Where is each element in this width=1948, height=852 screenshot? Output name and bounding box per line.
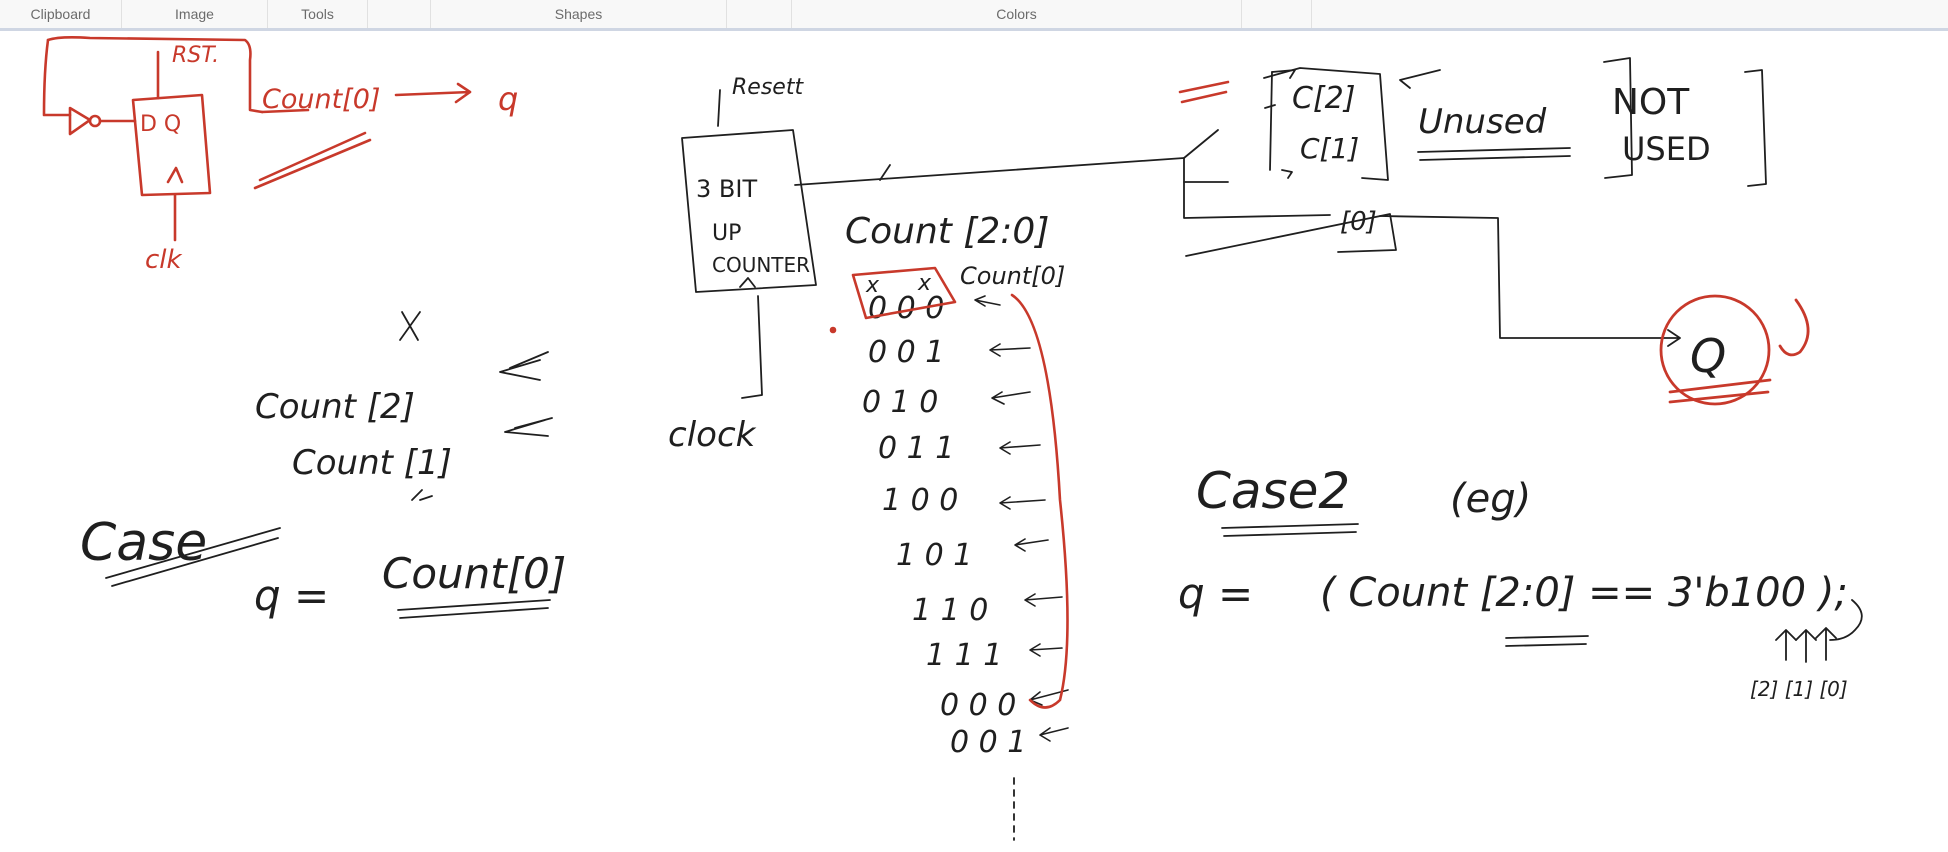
ribbon-group-label: Clipboard bbox=[30, 6, 91, 22]
svg-text:C[2]: C[2] bbox=[1292, 81, 1355, 116]
svg-text:Resett: Resett bbox=[732, 75, 804, 100]
ribbon-toolbar: Clipboard Image Tools Shapes Colors bbox=[0, 0, 1948, 29]
unused-red-marks bbox=[1178, 80, 1230, 104]
svg-text:[0]: [0] bbox=[1340, 207, 1377, 237]
ribbon-group-shapes[interactable]: Shapes bbox=[431, 0, 727, 28]
svg-text:NOT: NOT bbox=[1612, 82, 1690, 123]
dff-sketch: D Q RST. Count[0] q clk bbox=[42, 36, 518, 275]
svg-text:q =: q = bbox=[1178, 569, 1253, 618]
svg-text:C[1]: C[1] bbox=[1300, 132, 1359, 165]
ribbon-group-image[interactable]: Image bbox=[122, 0, 268, 28]
svg-text:Count[0]: Count[0] bbox=[262, 84, 380, 115]
svg-text:Case: Case bbox=[80, 513, 207, 573]
svg-text:3 BIT: 3 BIT bbox=[696, 175, 757, 203]
ribbon-group-clipboard[interactable]: Clipboard bbox=[0, 0, 122, 28]
ribbon-group-brushes[interactable] bbox=[368, 0, 431, 28]
svg-text:x: x bbox=[865, 273, 880, 298]
count-table-arrows bbox=[974, 295, 1069, 742]
svg-text:D Q: D Q bbox=[140, 112, 181, 137]
ribbon-group-size[interactable] bbox=[727, 0, 792, 28]
svg-text:q =: q = bbox=[254, 571, 329, 620]
case2-sketch: Case2 (eg) q = ( Count [2:0] == 3'b100 )… bbox=[1178, 462, 1863, 701]
unused-sketch: C[2] C[1] [0] Unused NOT USED bbox=[1185, 57, 1767, 257]
svg-text:0 1 0: 0 1 0 bbox=[862, 385, 938, 420]
svg-text:1 1 1: 1 1 1 bbox=[926, 638, 1002, 673]
svg-text:clock: clock bbox=[668, 415, 757, 455]
svg-text:clk: clk bbox=[145, 245, 183, 275]
svg-text:Count [1]: Count [1] bbox=[292, 443, 452, 483]
ribbon-group-tools[interactable]: Tools bbox=[268, 0, 368, 28]
count-table: 0 0 0 0 0 1 0 1 0 0 1 1 1 0 0 1 0 1 1 1 … bbox=[862, 271, 1026, 760]
ribbon-group-label: Colors bbox=[996, 6, 1037, 22]
svg-text:(eg): (eg) bbox=[1450, 476, 1531, 522]
svg-text:USED: USED bbox=[1622, 130, 1711, 168]
ribbon-group-label: Shapes bbox=[554, 6, 603, 22]
output-q-circle: Q bbox=[1659, 294, 1810, 406]
svg-text:1 0 0: 1 0 0 bbox=[882, 483, 958, 518]
svg-text:1 0 1: 1 0 1 bbox=[896, 538, 972, 573]
svg-text:Count[0]: Count[0] bbox=[960, 262, 1065, 290]
svg-text:COUNTER: COUNTER bbox=[712, 253, 810, 277]
svg-text:Unused: Unused bbox=[1418, 102, 1547, 142]
svg-text:1 1 0: 1 1 0 bbox=[912, 593, 988, 628]
case1-sketch: Count [2] Count [1] Case q = Count[0] bbox=[80, 311, 566, 620]
svg-text:Count[0]: Count[0] bbox=[382, 549, 566, 598]
svg-text:0 0 0: 0 0 0 bbox=[940, 688, 1016, 723]
svg-text:0 0 1: 0 0 1 bbox=[868, 335, 944, 370]
ribbon-group-label: Tools bbox=[301, 6, 334, 22]
svg-text:( Count [2:0] == 3'b100 );: ( Count [2:0] == 3'b100 ); bbox=[1320, 570, 1848, 616]
svg-text:UP: UP bbox=[712, 221, 741, 246]
svg-text:RST.: RST. bbox=[172, 43, 219, 68]
svg-text:q: q bbox=[498, 80, 518, 118]
counter-sketch: Resett 3 BIT UP COUNTER clock Count [2:0… bbox=[668, 75, 1681, 841]
svg-text:0 1 1: 0 1 1 bbox=[878, 431, 954, 466]
svg-text:0 0 0: 0 0 0 bbox=[868, 291, 944, 326]
svg-text:x: x bbox=[917, 271, 932, 296]
ribbon-divider bbox=[0, 28, 1948, 31]
svg-text:0 0 1: 0 0 1 bbox=[950, 725, 1026, 760]
svg-text:Q: Q bbox=[1690, 329, 1726, 383]
svg-text:Count [2:0]: Count [2:0] bbox=[845, 211, 1049, 252]
count-table-highlight bbox=[829, 266, 1069, 709]
ribbon-group-colors[interactable]: Colors bbox=[792, 0, 1242, 28]
svg-text:Case2: Case2 bbox=[1196, 462, 1350, 520]
ribbon-group-label: Image bbox=[175, 6, 214, 22]
drawing-canvas[interactable]: D Q RST. Count[0] q clk Resett 3 BIT UP … bbox=[0, 31, 1948, 852]
ribbon-group-edit[interactable] bbox=[1242, 0, 1312, 28]
svg-text:Count [2]: Count [2] bbox=[255, 387, 415, 427]
svg-text:[2] [1] [0]: [2] [1] [0] bbox=[1750, 677, 1848, 701]
